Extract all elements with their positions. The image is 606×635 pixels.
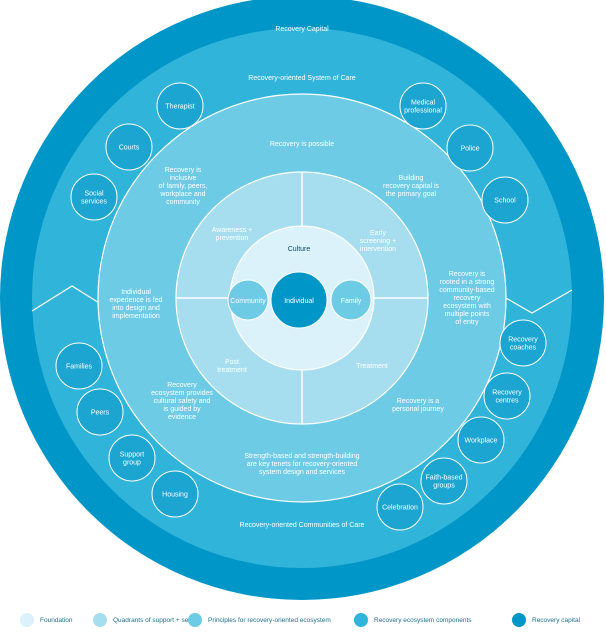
component-bubble-police xyxy=(446,124,494,172)
component-bubble-recovery-centres xyxy=(483,372,531,420)
foundation-community: Community xyxy=(230,298,266,305)
component-bubble-support-group xyxy=(108,434,156,482)
legend-label: Principles for recovery-oriented ecosyst… xyxy=(208,616,331,624)
legend-item-quadrants-of-support-service: Quadrants of support + service xyxy=(93,612,202,628)
foundation-culture: Culture xyxy=(288,246,311,253)
legend-label: Recovery capital xyxy=(532,616,581,624)
legend: Foundation Quadrants of support + service… xyxy=(0,604,606,635)
component-label-celebration: Celebration xyxy=(382,505,418,512)
system-of-care-title: Recovery-oriented System of Care xyxy=(248,75,355,82)
legend-item-principles-for-recovery-oriented-ecosystem: Principles for recovery-oriented ecosyst… xyxy=(188,612,331,628)
legend-label: Quadrants of support + service xyxy=(113,616,203,624)
component-bubble-faith-based-groups xyxy=(420,457,468,505)
legend-swatch xyxy=(512,613,526,627)
legend-label: Foundation xyxy=(40,616,73,624)
component-label-school: School xyxy=(494,198,516,205)
component-label-courts: Courts xyxy=(119,145,140,152)
legend-item-foundation: Foundation xyxy=(20,612,73,628)
component-label-therapist: Therapist xyxy=(165,104,194,111)
principles-title: Recovery is possible xyxy=(270,141,334,148)
component-bubble-recovery-coaches xyxy=(499,319,547,367)
component-bubble-housing xyxy=(151,470,199,518)
component-bubble-social-services xyxy=(70,173,118,221)
foundation-family: Family xyxy=(341,298,362,305)
legend-item-recovery-ecosystem-components: Recovery ecosystem components xyxy=(354,612,472,628)
component-bubble-celebration xyxy=(376,483,424,531)
legend-swatch xyxy=(20,613,34,627)
component-label-peers: Peers xyxy=(91,410,110,417)
component-bubble-school xyxy=(481,176,529,224)
legend-swatch xyxy=(93,613,107,627)
legend-swatch xyxy=(354,613,368,627)
component-bubble-therapist xyxy=(156,82,204,130)
component-label-families: Families xyxy=(66,364,93,371)
component-label-police: Police xyxy=(460,146,479,153)
component-bubble-medical-professional xyxy=(399,82,447,130)
family-circle xyxy=(330,279,372,321)
legend-item-recovery-capital: Recovery capital xyxy=(512,612,580,628)
component-bubble-families xyxy=(55,342,103,390)
quadrant-treatment: Treatment xyxy=(356,363,388,370)
recovery-capital-title: Recovery Capital xyxy=(275,26,329,33)
component-label-workplace: Workplace xyxy=(465,438,498,445)
component-bubble-courts xyxy=(105,123,153,171)
foundation-individual: Individual xyxy=(284,298,314,305)
legend-label: Recovery ecosystem components xyxy=(374,616,472,624)
communities-of-care-title: Recovery-oriented Communities of Care xyxy=(240,522,365,529)
legend-swatch xyxy=(188,613,202,627)
component-bubble-peers xyxy=(76,388,124,436)
individual-circle xyxy=(270,271,328,329)
quadrant-awareness: Awareness +prevention xyxy=(212,227,253,242)
community-circle xyxy=(227,279,269,321)
component-label-housing: Housing xyxy=(162,492,188,499)
component-bubble-workplace xyxy=(457,416,505,464)
